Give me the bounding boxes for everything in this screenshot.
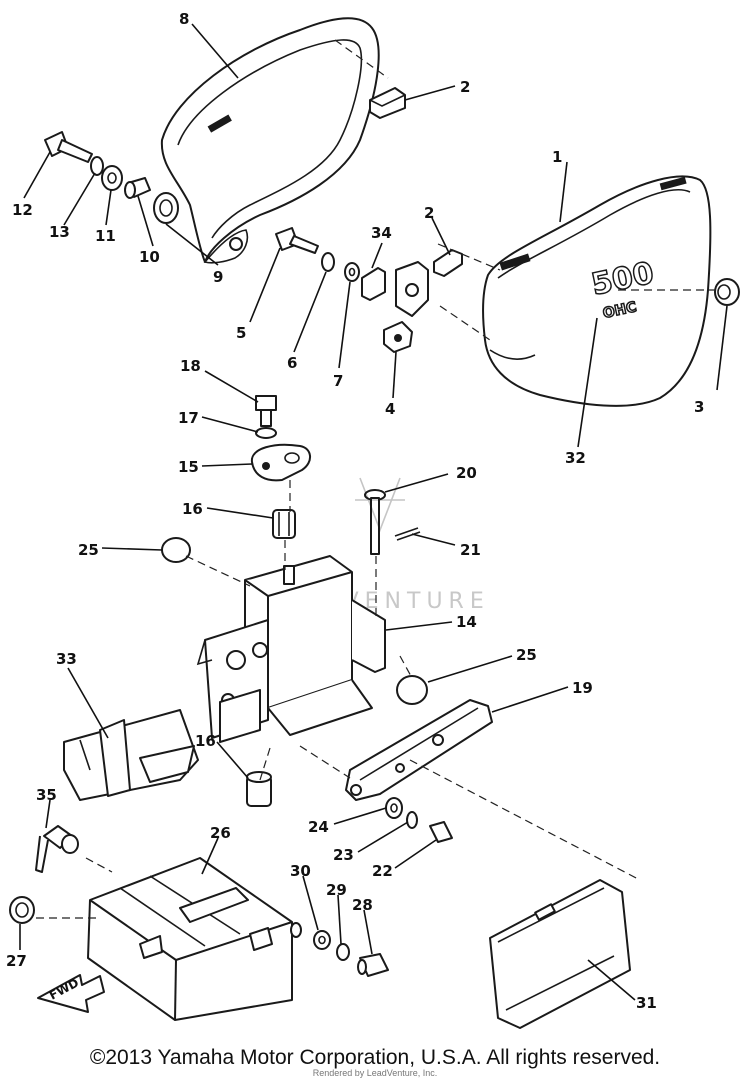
- callout-28: 28: [352, 896, 373, 914]
- callout-4: 4: [385, 400, 395, 418]
- callout-11: 11: [95, 227, 116, 245]
- bolt-12: [44, 131, 93, 163]
- washer-17: [255, 427, 277, 439]
- grommet-25-left: [161, 537, 191, 563]
- assembly-lines: [36, 39, 716, 919]
- lock-assembly: [395, 261, 429, 317]
- washer-6: [321, 252, 335, 272]
- callout-9: 9: [213, 268, 223, 286]
- callout-16-lower: 16: [195, 732, 216, 750]
- washer-23: [406, 811, 418, 829]
- callout-25-left: 25: [78, 541, 99, 559]
- damper-27: [9, 896, 35, 924]
- spacer-10: [124, 177, 151, 199]
- callout-14: 14: [456, 613, 477, 631]
- callout-32: 32: [565, 449, 586, 467]
- callout-2-upper: 2: [460, 78, 470, 96]
- callout-19: 19: [572, 679, 593, 697]
- callout-5: 5: [236, 324, 246, 342]
- callout-25-right: 25: [516, 646, 537, 664]
- callout-3: 3: [694, 398, 704, 416]
- bolt-18: [255, 395, 277, 427]
- bolt-28: [357, 953, 389, 977]
- battery-strap-33: [63, 709, 199, 801]
- callout-18: 18: [180, 357, 201, 375]
- callout-24: 24: [308, 818, 329, 836]
- callout-17: 17: [178, 409, 199, 427]
- washer-7: [344, 262, 360, 282]
- leader-lines: [19, 23, 728, 1001]
- callout-26: 26: [210, 824, 231, 842]
- clip-upper: [369, 87, 406, 119]
- callout-8: 8: [179, 10, 189, 28]
- washer-30: [313, 930, 331, 950]
- callout-20: 20: [456, 464, 477, 482]
- grommet-25-right: [396, 675, 428, 705]
- callout-31: 31: [636, 994, 657, 1012]
- bracket-19: [345, 699, 493, 801]
- callout-35: 35: [36, 786, 57, 804]
- callout-6: 6: [287, 354, 297, 372]
- battery-box-14: [196, 555, 386, 743]
- forward-arrow-icon: FWD: [37, 974, 105, 1013]
- right-side-cover: 500 OHC: [482, 175, 712, 407]
- washer-24: [385, 797, 403, 819]
- callout-23: 23: [333, 846, 354, 864]
- callout-12: 12: [12, 201, 33, 219]
- washer-13: [90, 156, 104, 176]
- bolt-5: [275, 227, 319, 254]
- rendered-by-credit: Rendered by LeadVenture, Inc.: [312, 1068, 438, 1078]
- callout-7: 7: [333, 372, 343, 390]
- cotter-pin-21: [394, 527, 421, 541]
- washer-29: [336, 943, 350, 961]
- callout-22: 22: [372, 862, 393, 880]
- bolt-22: [429, 821, 453, 843]
- bracket-34: [361, 267, 386, 301]
- damper-16-upper: [272, 509, 296, 539]
- switch-4: [383, 321, 413, 353]
- damper-16-lower: [246, 771, 272, 807]
- callout-numbers: 8 2 1 2 3 4 5 6 7 34 9 10 11 13 12 32 18…: [6, 10, 704, 1012]
- battery-26: [87, 857, 302, 1021]
- callout-1: 1: [552, 148, 562, 166]
- callout-21: 21: [460, 541, 481, 559]
- callout-15: 15: [178, 458, 199, 476]
- copyright-notice: ©2013 Yamaha Motor Corporation, U.S.A. A…: [89, 1046, 661, 1069]
- holder-15: [250, 443, 311, 482]
- callout-34: 34: [371, 224, 392, 242]
- watermark-emblem: [355, 477, 405, 533]
- clip-lower: [433, 249, 463, 277]
- callout-30: 30: [290, 862, 311, 880]
- clip-35: [35, 825, 79, 873]
- callout-16-upper: 16: [182, 500, 203, 518]
- cover-pad-31: [489, 879, 631, 1029]
- grommet-right: [714, 278, 740, 306]
- callout-33: 33: [56, 650, 77, 668]
- callout-2-lower: 2: [424, 204, 434, 222]
- callout-13: 13: [49, 223, 70, 241]
- callout-10: 10: [139, 248, 160, 266]
- damper-9: [153, 192, 179, 224]
- pin-20: [364, 489, 386, 555]
- left-side-cover: [160, 17, 380, 264]
- callout-29: 29: [326, 881, 347, 899]
- collar-11: [101, 165, 123, 191]
- callout-27: 27: [6, 952, 27, 970]
